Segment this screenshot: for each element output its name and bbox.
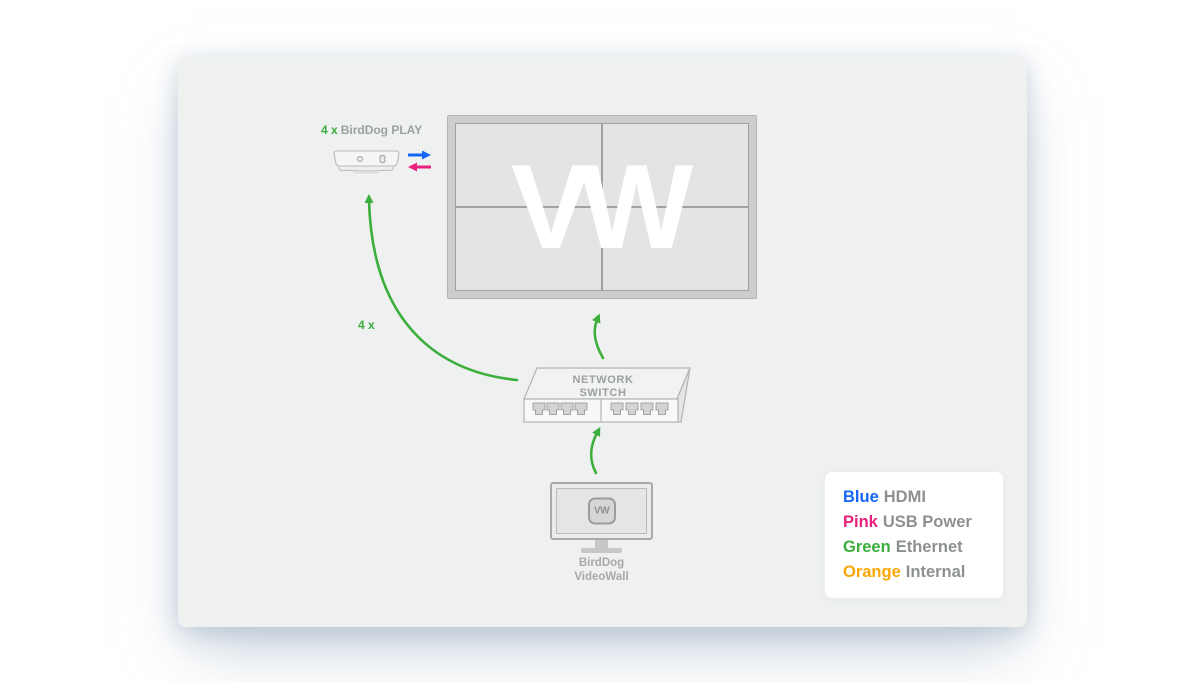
videowall-device-label-line2: VideoWall [574, 571, 629, 583]
videowall-device-label: BirdDog VideoWall [530, 556, 673, 584]
videowall-device-label-line1: BirdDog [578, 557, 625, 569]
legend-label: Ethernet [895, 538, 963, 556]
birddog-play-device [333, 150, 400, 174]
ethernet-port-icon [546, 402, 560, 415]
play-count-text: 4 x [321, 123, 338, 137]
ethernet-port-icon [560, 402, 574, 415]
play-device-lip [338, 165, 394, 171]
legend-color-word: Blue [843, 488, 879, 506]
switch-label-line1: NETWORK [572, 374, 633, 386]
connections-overlay: NETWORK SWITCH [333, 150, 691, 475]
switch-label-line2: SWITCH [580, 387, 627, 399]
cable-multiplier-label: 4 x [358, 318, 375, 332]
birddog-videowall-device: VW [550, 482, 653, 540]
legend-label: Internal [905, 563, 966, 581]
network-switch: NETWORK SWITCH [523, 367, 691, 423]
vw-badge-icon: VW [587, 497, 616, 525]
legend-color-word: Orange [843, 563, 901, 581]
ethernet-arrow-switch-to-wall-icon [592, 313, 605, 360]
ethernet-port-icon [532, 402, 546, 415]
ethernet-port-icon [574, 402, 588, 415]
ethernet-port-icon [625, 402, 639, 415]
wall-panel-top-right [603, 124, 748, 206]
switch-ports [532, 402, 669, 415]
video-wall: VW [447, 115, 757, 299]
legend-label: USB Power [882, 513, 972, 531]
legend-label: HDMI [883, 488, 926, 506]
play-device-port-icon [379, 154, 386, 164]
play-device-base [353, 170, 379, 174]
ethernet-port-icon [655, 402, 669, 415]
vw-logo: VW [510, 140, 693, 274]
video-wall-grid [455, 123, 749, 291]
play-name-text: BirdDog PLAY [340, 123, 423, 137]
play-device-button-icon [357, 155, 364, 162]
wall-panel-top-left [456, 124, 601, 206]
play-device-body [333, 150, 400, 167]
legend-color-word: Green [843, 538, 891, 556]
legend-color-word: Pink [843, 513, 878, 531]
wall-panel-bottom-right [603, 208, 748, 290]
ethernet-arrow-switch-to-play-icon [364, 194, 519, 382]
ethernet-arrow-videowall-to-switch-icon [589, 426, 601, 475]
ethernet-port-icon [640, 402, 654, 415]
monitor-stand-neck [595, 540, 608, 549]
ethernet-port-icon [610, 402, 624, 415]
monitor-stand-base [581, 548, 622, 553]
wall-panel-bottom-left [456, 208, 601, 290]
